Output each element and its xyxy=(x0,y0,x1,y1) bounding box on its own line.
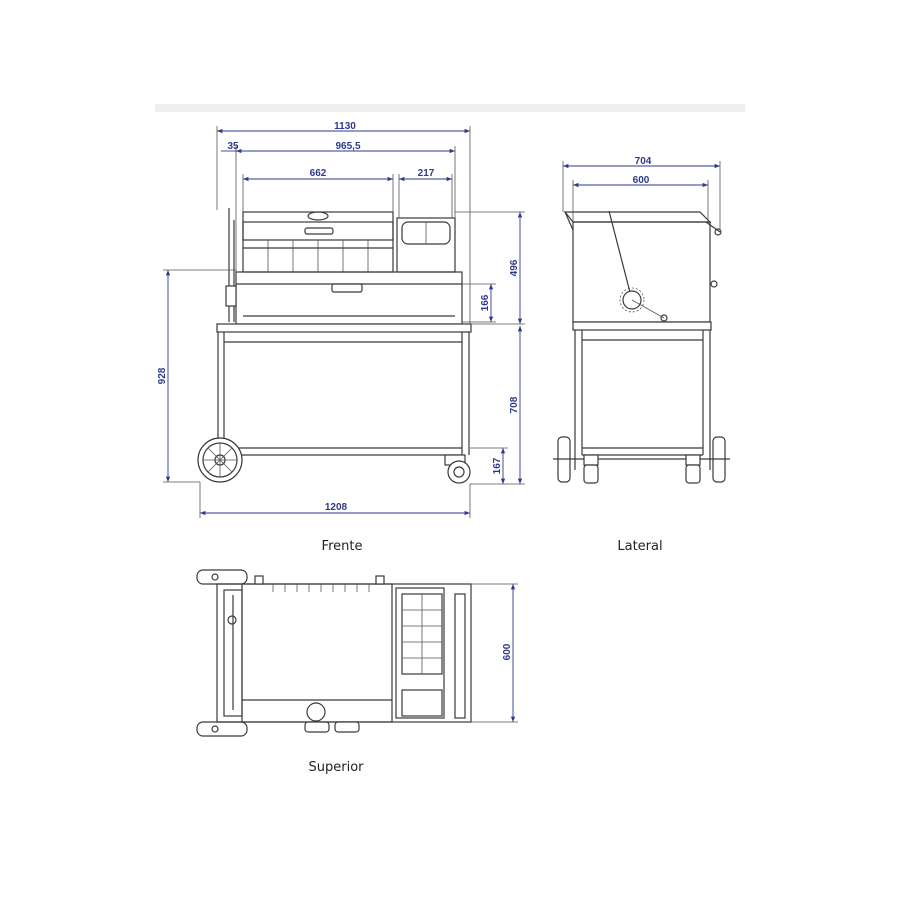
top-view xyxy=(196,569,472,737)
dim-side-inner-width: 600 xyxy=(633,175,650,186)
dim-top-depth: 600 xyxy=(502,643,513,660)
front-view xyxy=(197,208,472,484)
label-front-view: Frente xyxy=(322,539,363,554)
dim-front-total-height: 928 xyxy=(157,367,168,384)
top-dimensions xyxy=(471,583,518,723)
side-dimensions xyxy=(562,161,721,230)
dim-front-side-box: 217 xyxy=(418,168,435,179)
dim-front-grill-width: 662 xyxy=(310,168,327,179)
dim-front-base-height: 708 xyxy=(509,396,520,413)
label-top-view: Superior xyxy=(309,760,365,775)
dim-front-wheel-height: 167 xyxy=(492,457,503,474)
dim-front-inner-width: 965,5 xyxy=(335,141,360,152)
front-dimensions xyxy=(163,126,525,518)
dim-front-base-width: 1208 xyxy=(325,502,348,513)
dim-front-total-width: 1130 xyxy=(334,121,356,132)
dim-front-drawer-height: 166 xyxy=(480,294,491,311)
side-view xyxy=(553,210,730,484)
header-bar xyxy=(155,104,745,112)
dim-front-upper-height: 496 xyxy=(509,259,520,276)
label-side-view: Lateral xyxy=(617,539,662,554)
dim-side-total-width: 704 xyxy=(635,156,652,167)
dim-front-offset: 35 xyxy=(227,141,239,152)
